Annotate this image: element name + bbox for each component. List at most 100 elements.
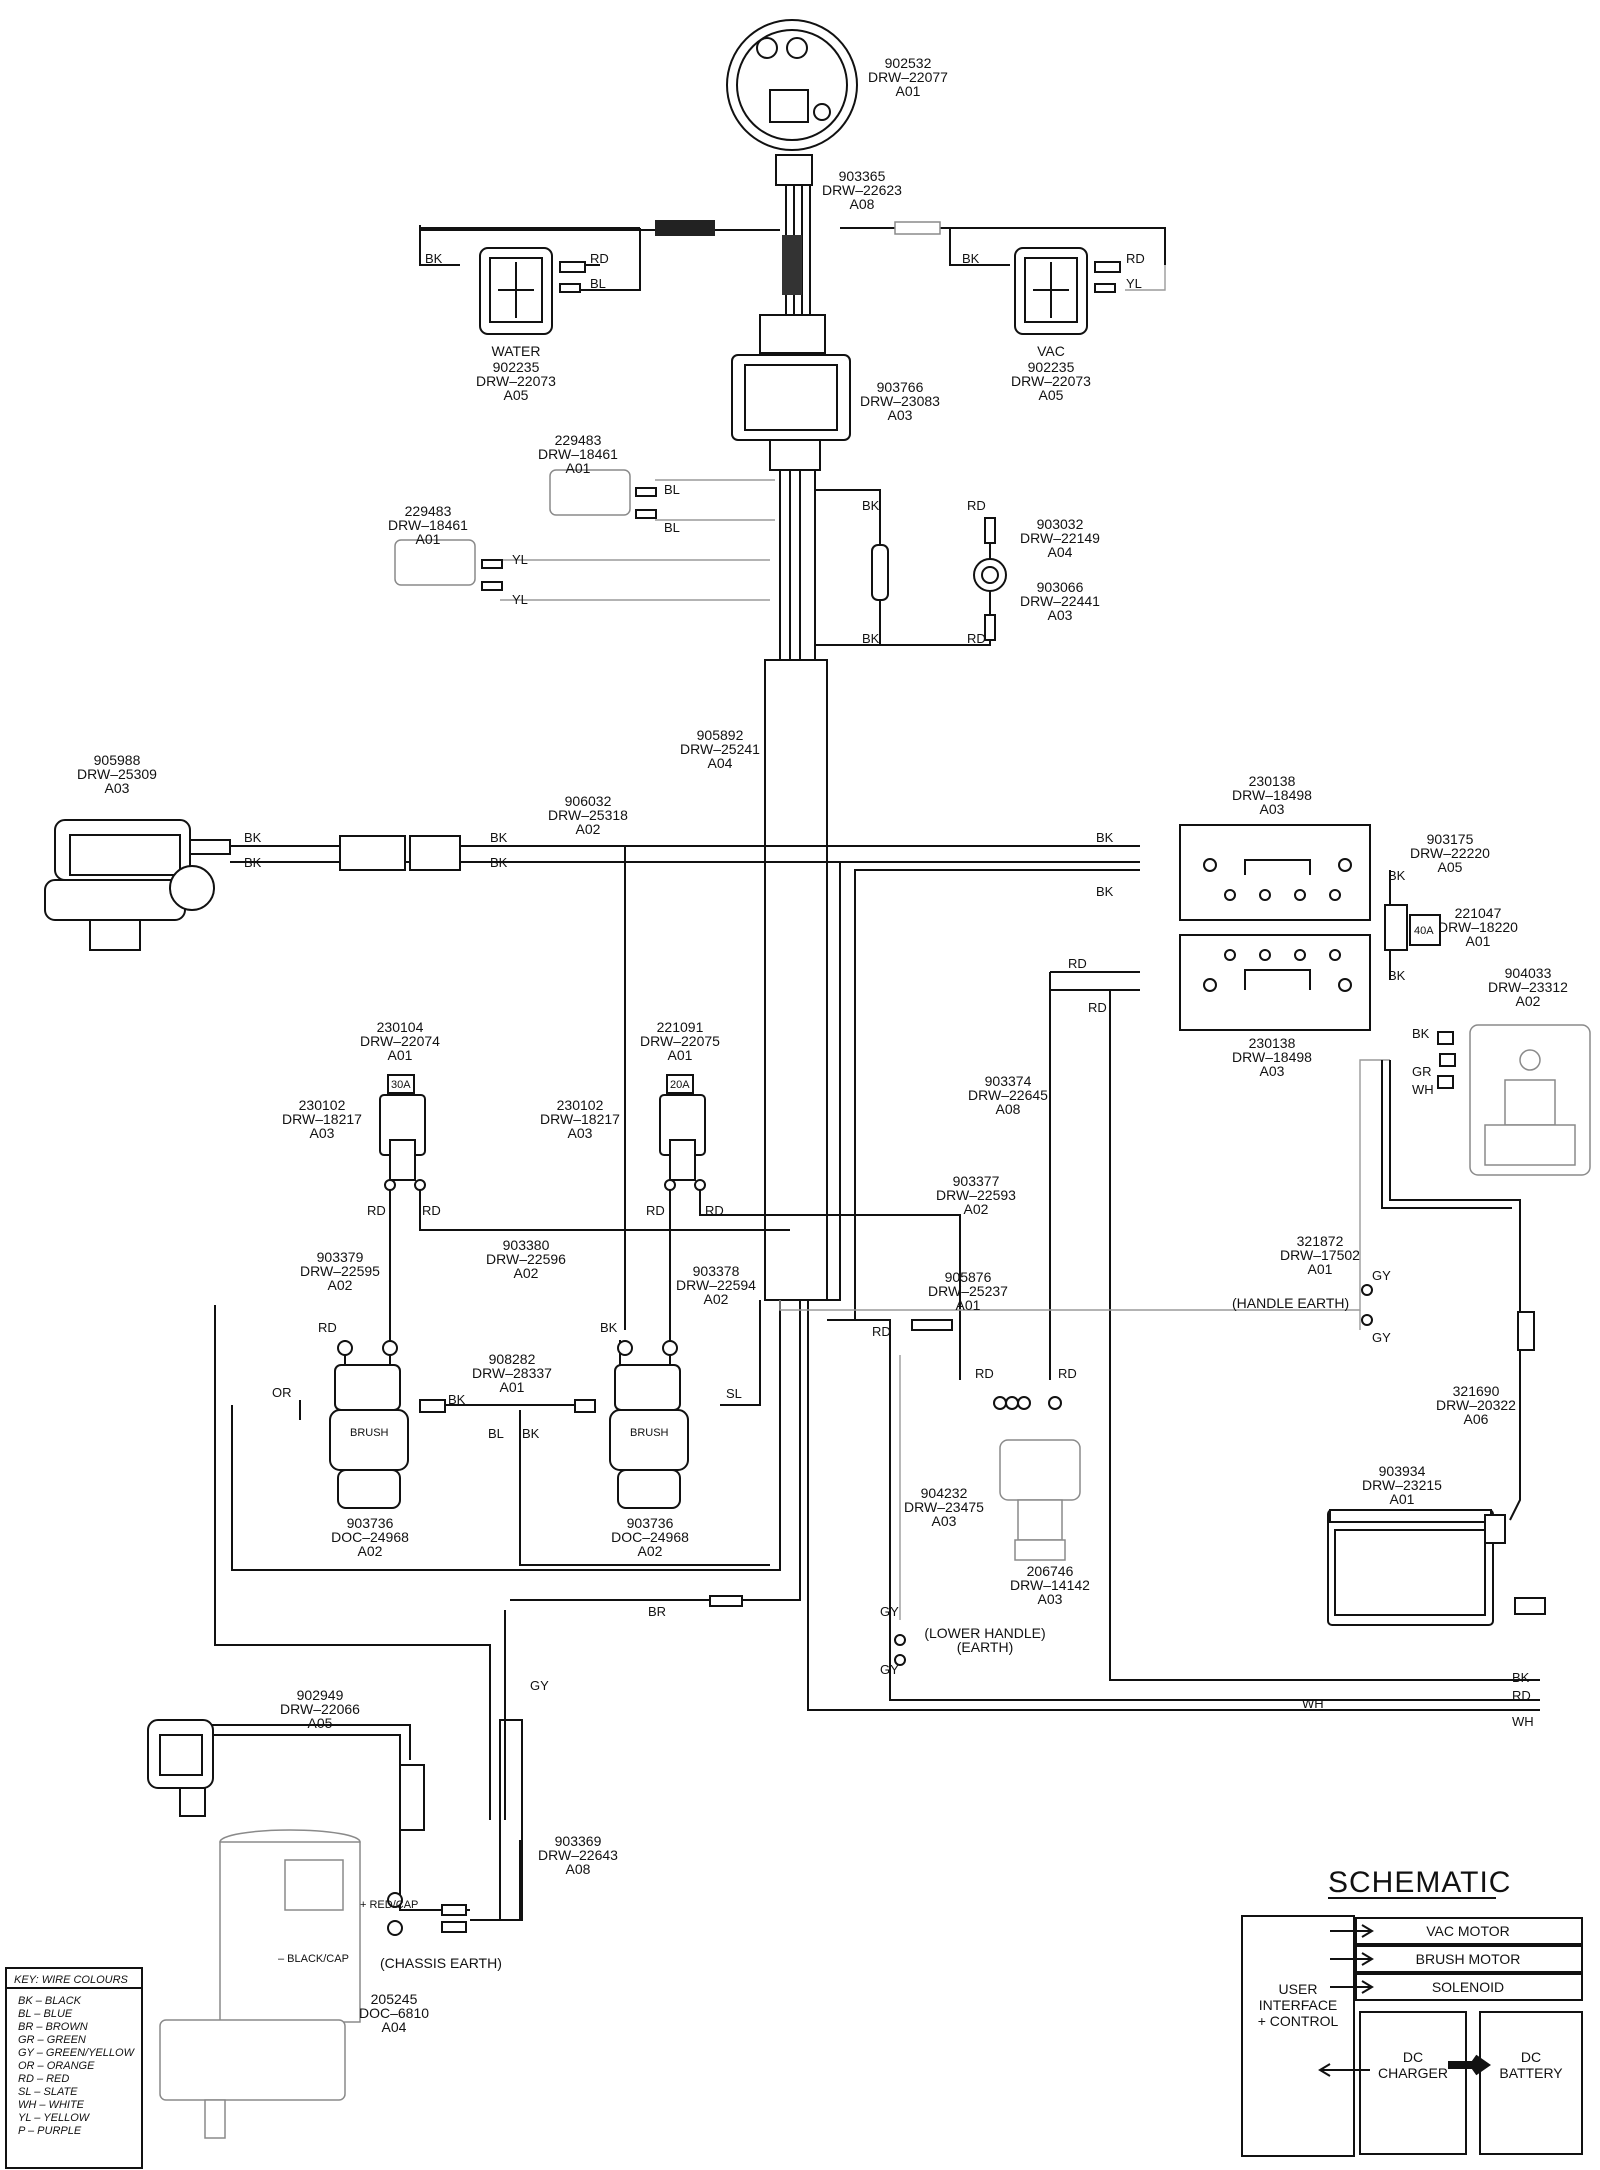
svg-text:A08: A08	[566, 1861, 591, 1877]
svg-text:904232: 904232	[921, 1485, 968, 1501]
svg-text:A05: A05	[308, 1715, 333, 1731]
svg-text:GY: GY	[880, 1662, 899, 1677]
svg-text:BK: BK	[244, 855, 262, 870]
vac-motor	[44, 819, 461, 951]
fuse-rating: 40A	[1414, 925, 1434, 937]
label-905876: 905876 DRW–25237 A01	[928, 1269, 1008, 1313]
svg-text:DRW–18217: DRW–18217	[540, 1111, 620, 1127]
svg-text:903736: 903736	[347, 1515, 394, 1531]
svg-text:YL: YL	[512, 552, 528, 567]
key-row: YL – YELLOW	[18, 2112, 91, 2124]
svg-text:BK: BK	[862, 498, 880, 513]
svg-text:BK: BK	[862, 631, 880, 646]
label-main-harness: 905892 DRW–25241 A04	[680, 727, 760, 771]
label-903380: 903380 DRW–22596 A02	[486, 1237, 566, 1281]
svg-text:A02: A02	[1516, 993, 1541, 1009]
svg-text:321690: 321690	[1453, 1383, 1500, 1399]
svg-text:BK: BK	[600, 1320, 618, 1335]
motor-neg-label: – BLACK/CAP	[278, 1953, 349, 1965]
svg-text:A01: A01	[416, 531, 441, 547]
key-row: WH – WHITE	[18, 2099, 85, 2111]
svg-text:DRW–22645: DRW–22645	[968, 1087, 1048, 1103]
label-903374: 903374 DRW–22645 A08	[968, 1073, 1048, 1117]
svg-text:DRW–25237: DRW–25237	[928, 1283, 1008, 1299]
svg-text:DRW–22066: DRW–22066	[280, 1701, 360, 1717]
svg-text:WH: WH	[1512, 1714, 1534, 1729]
svg-text:A03: A03	[1038, 1591, 1063, 1607]
svg-text:DRW–23083: DRW–23083	[860, 393, 940, 409]
svg-text:902532: 902532	[885, 55, 932, 71]
battery-2	[1179, 934, 1371, 1031]
svg-text:DC: DC	[1403, 2049, 1423, 2065]
svg-text:GR: GR	[1412, 1064, 1432, 1079]
svg-text:A03: A03	[105, 780, 130, 796]
key-row: GR – GREEN	[18, 2034, 86, 2046]
label-charger-inlet: 904033 DRW–23312 A02	[1488, 965, 1568, 1009]
svg-text:RD: RD	[705, 1203, 724, 1218]
svg-text:902235: 902235	[493, 359, 540, 375]
svg-text:RD: RD	[967, 498, 986, 513]
vac-switch	[1014, 247, 1121, 335]
svg-text:RD: RD	[590, 251, 609, 266]
svg-text:DRW–22149: DRW–22149	[1020, 530, 1100, 546]
svg-text:INTERFACE: INTERFACE	[1259, 1997, 1338, 2013]
svg-text:A02: A02	[704, 1291, 729, 1307]
svg-text:VAC MOTOR: VAC MOTOR	[1426, 1923, 1510, 1939]
label-fuse-holder: 903032 DRW–22149 A04	[1020, 516, 1100, 560]
charger-inlet	[1437, 1024, 1591, 1176]
svg-text:BK: BK	[1096, 884, 1114, 899]
svg-text:YL: YL	[512, 592, 528, 607]
label-904232: 904232 DRW–23475 A03	[904, 1485, 984, 1529]
svg-text:GY: GY	[1372, 1268, 1391, 1283]
svg-text:221047: 221047	[1455, 905, 1502, 921]
label-valve: 902949 DRW–22066 A05	[280, 1687, 360, 1731]
svg-text:903374: 903374	[985, 1073, 1032, 1089]
schematic-block: SCHEMATIC USER INTERFACE + CONTROL VAC M…	[1241, 1866, 1583, 2157]
svg-text:A01: A01	[1308, 1261, 1333, 1277]
svg-text:BL: BL	[664, 520, 680, 535]
svg-text:DRW–22594: DRW–22594	[676, 1277, 756, 1293]
label-321690: 321690 DRW–20322 A06	[1436, 1383, 1516, 1427]
svg-text:230138: 230138	[1249, 773, 1296, 789]
svg-text:RD: RD	[367, 1203, 386, 1218]
svg-text:RD: RD	[422, 1203, 441, 1218]
label-sol2: 903736 DOC–24968 A02	[611, 1515, 689, 1559]
svg-text:BR: BR	[648, 1604, 666, 1619]
svg-text:SL: SL	[726, 1386, 742, 1401]
wire-labels: BK RD BL BK RD YL BL BL YL YL BK RD BK R…	[244, 251, 1534, 1729]
svg-text:BK: BK	[490, 855, 508, 870]
svg-text:DRW–22073: DRW–22073	[1011, 373, 1091, 389]
svg-text:DRW–20322: DRW–20322	[1436, 1397, 1516, 1413]
svg-text:A03: A03	[568, 1125, 593, 1141]
label-breaker30: 230104 DRW–22074 A01	[360, 1019, 440, 1063]
svg-text:DOC–24968: DOC–24968	[611, 1529, 689, 1545]
svg-text:DRW–22074: DRW–22074	[360, 1033, 440, 1049]
svg-text:DRW–23475: DRW–23475	[904, 1499, 984, 1515]
svg-text:A01: A01	[1390, 1491, 1415, 1507]
key-row: BR – BROWN	[18, 2021, 88, 2033]
svg-text:A02: A02	[514, 1265, 539, 1281]
label-ground-lead: 321872 DRW–17502 A01	[1280, 1233, 1360, 1277]
svg-text:BL: BL	[664, 482, 680, 497]
svg-text:A02: A02	[576, 821, 601, 837]
key-row: RD – RED	[18, 2073, 69, 2085]
label-vac-lead: 906032 DRW–25318 A02	[548, 793, 628, 837]
svg-text:WH: WH	[1302, 1696, 1324, 1711]
dash-gauge	[726, 19, 858, 186]
svg-text:903379: 903379	[317, 1249, 364, 1265]
svg-text:902235: 902235	[1028, 359, 1075, 375]
svg-text:VAC: VAC	[1037, 343, 1065, 359]
svg-text:A02: A02	[328, 1277, 353, 1293]
svg-text:DOC–24968: DOC–24968	[331, 1529, 409, 1545]
components	[44, 19, 1591, 2139]
svg-text:905876: 905876	[945, 1269, 992, 1285]
label-board: 903766 DRW–23083 A03	[860, 379, 940, 423]
svg-text:903736: 903736	[627, 1515, 674, 1531]
svg-text:A03: A03	[888, 407, 913, 423]
svg-text:RD: RD	[1126, 251, 1145, 266]
label-sol1: 903736 DOC–24968 A02	[331, 1515, 409, 1559]
svg-text:230102: 230102	[299, 1097, 346, 1113]
svg-text:RD: RD	[975, 1366, 994, 1381]
svg-text:A08: A08	[850, 196, 875, 212]
